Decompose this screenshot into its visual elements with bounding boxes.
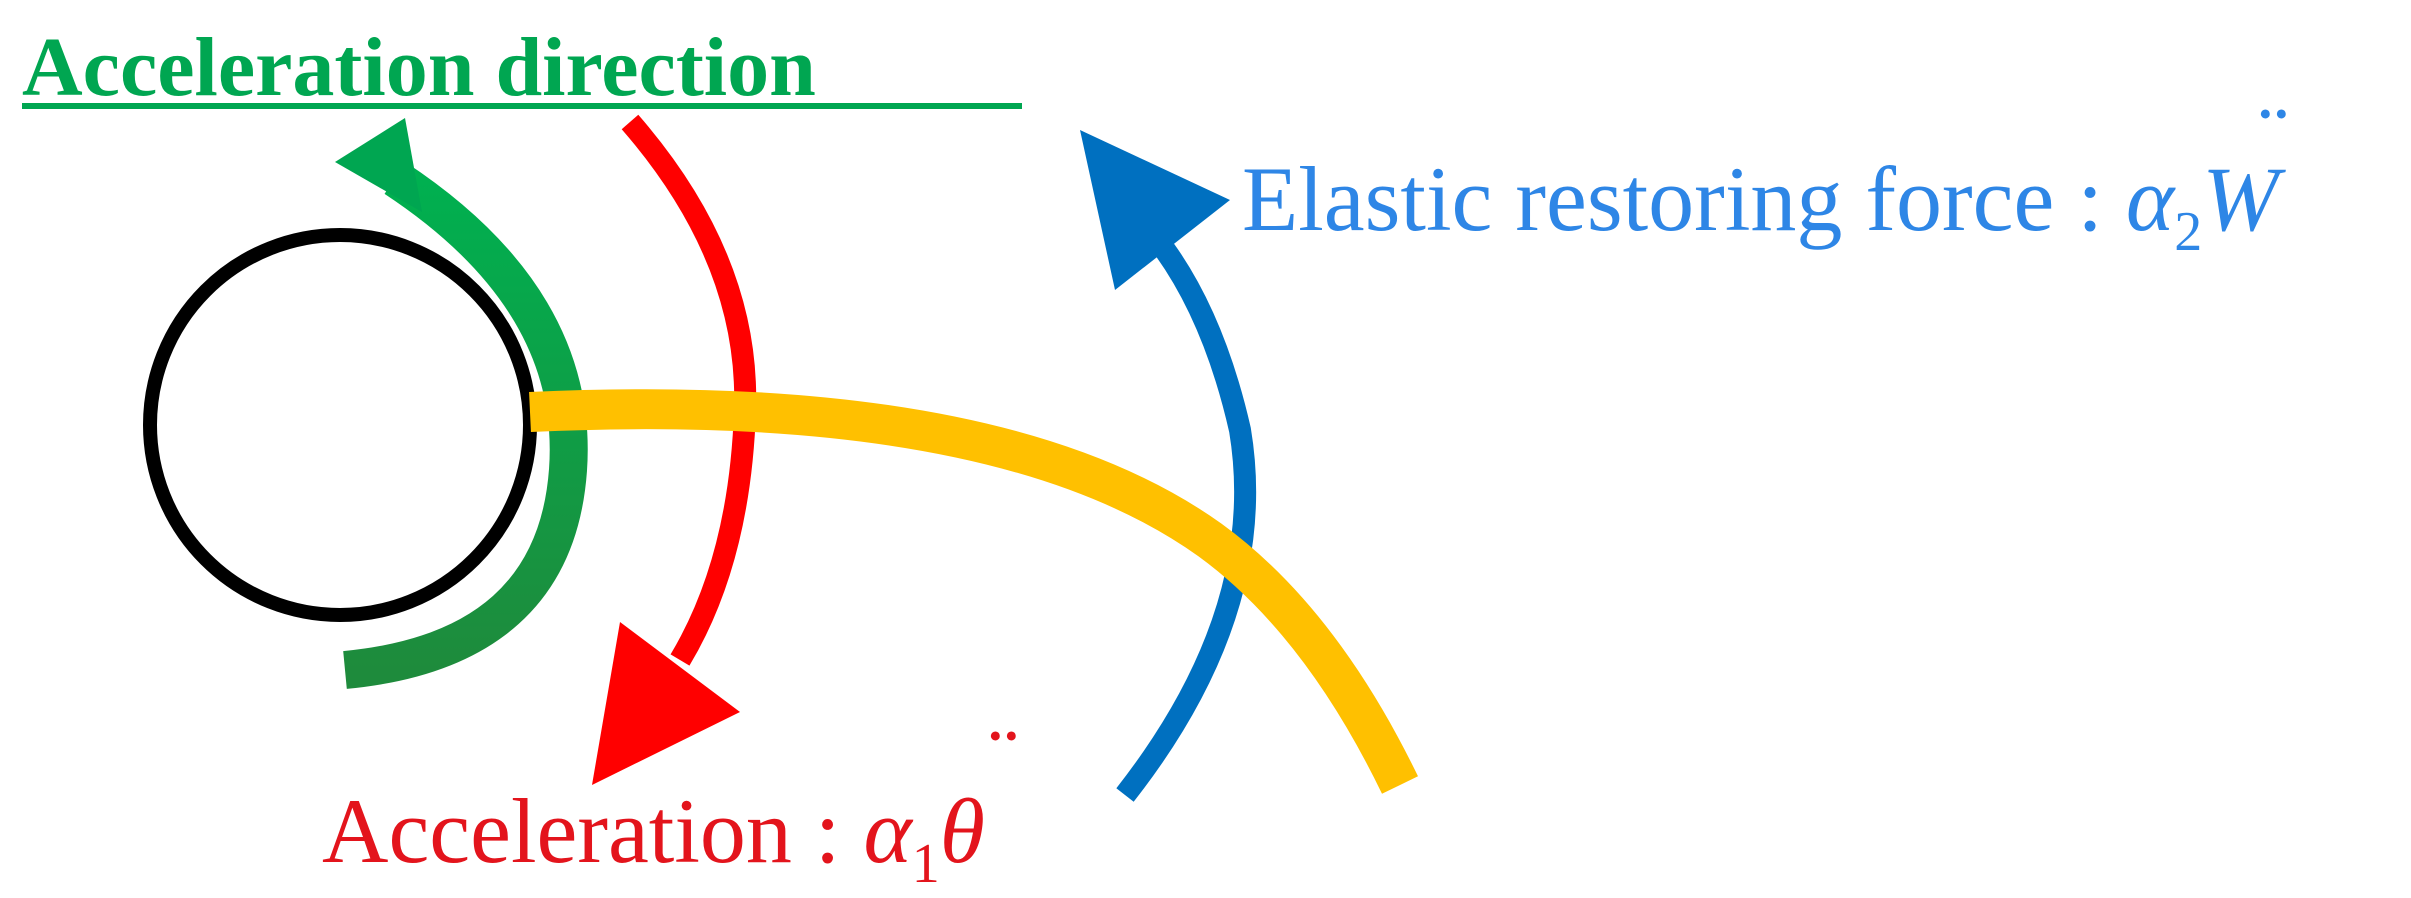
red-arrow-head-icon xyxy=(592,622,740,785)
elastic-alpha-symbol: α xyxy=(2126,148,2176,250)
blue-arrow-head-icon xyxy=(1080,130,1230,290)
elastic-variable: W xyxy=(2202,148,2286,250)
acceleration-text: Acceleration : xyxy=(322,780,864,882)
elastic-subscript: 2 xyxy=(2174,201,2202,263)
acceleration-subscript: 1 xyxy=(912,833,940,895)
acceleration-variable: θ xyxy=(940,780,985,882)
title-label: Acceleration direction xyxy=(22,21,816,114)
acceleration-accent: ¨ xyxy=(988,708,1019,810)
acceleration-alpha-symbol: α xyxy=(864,780,914,882)
title-underline xyxy=(22,103,1022,109)
elastic-force-label: Elastic restoring force : α2W xyxy=(1242,148,2286,263)
yellow-beam xyxy=(529,389,1418,794)
blue-restoring-arrow xyxy=(1116,243,1257,802)
elastic-accent: ¨ xyxy=(2258,86,2289,188)
acceleration-label: Acceleration : α1θ xyxy=(322,780,985,895)
pivot-circle xyxy=(143,228,537,622)
green-rotation-arrow xyxy=(343,162,588,689)
elastic-force-text: Elastic restoring force : xyxy=(1242,148,2126,250)
green-arrow-head-icon xyxy=(335,118,422,212)
